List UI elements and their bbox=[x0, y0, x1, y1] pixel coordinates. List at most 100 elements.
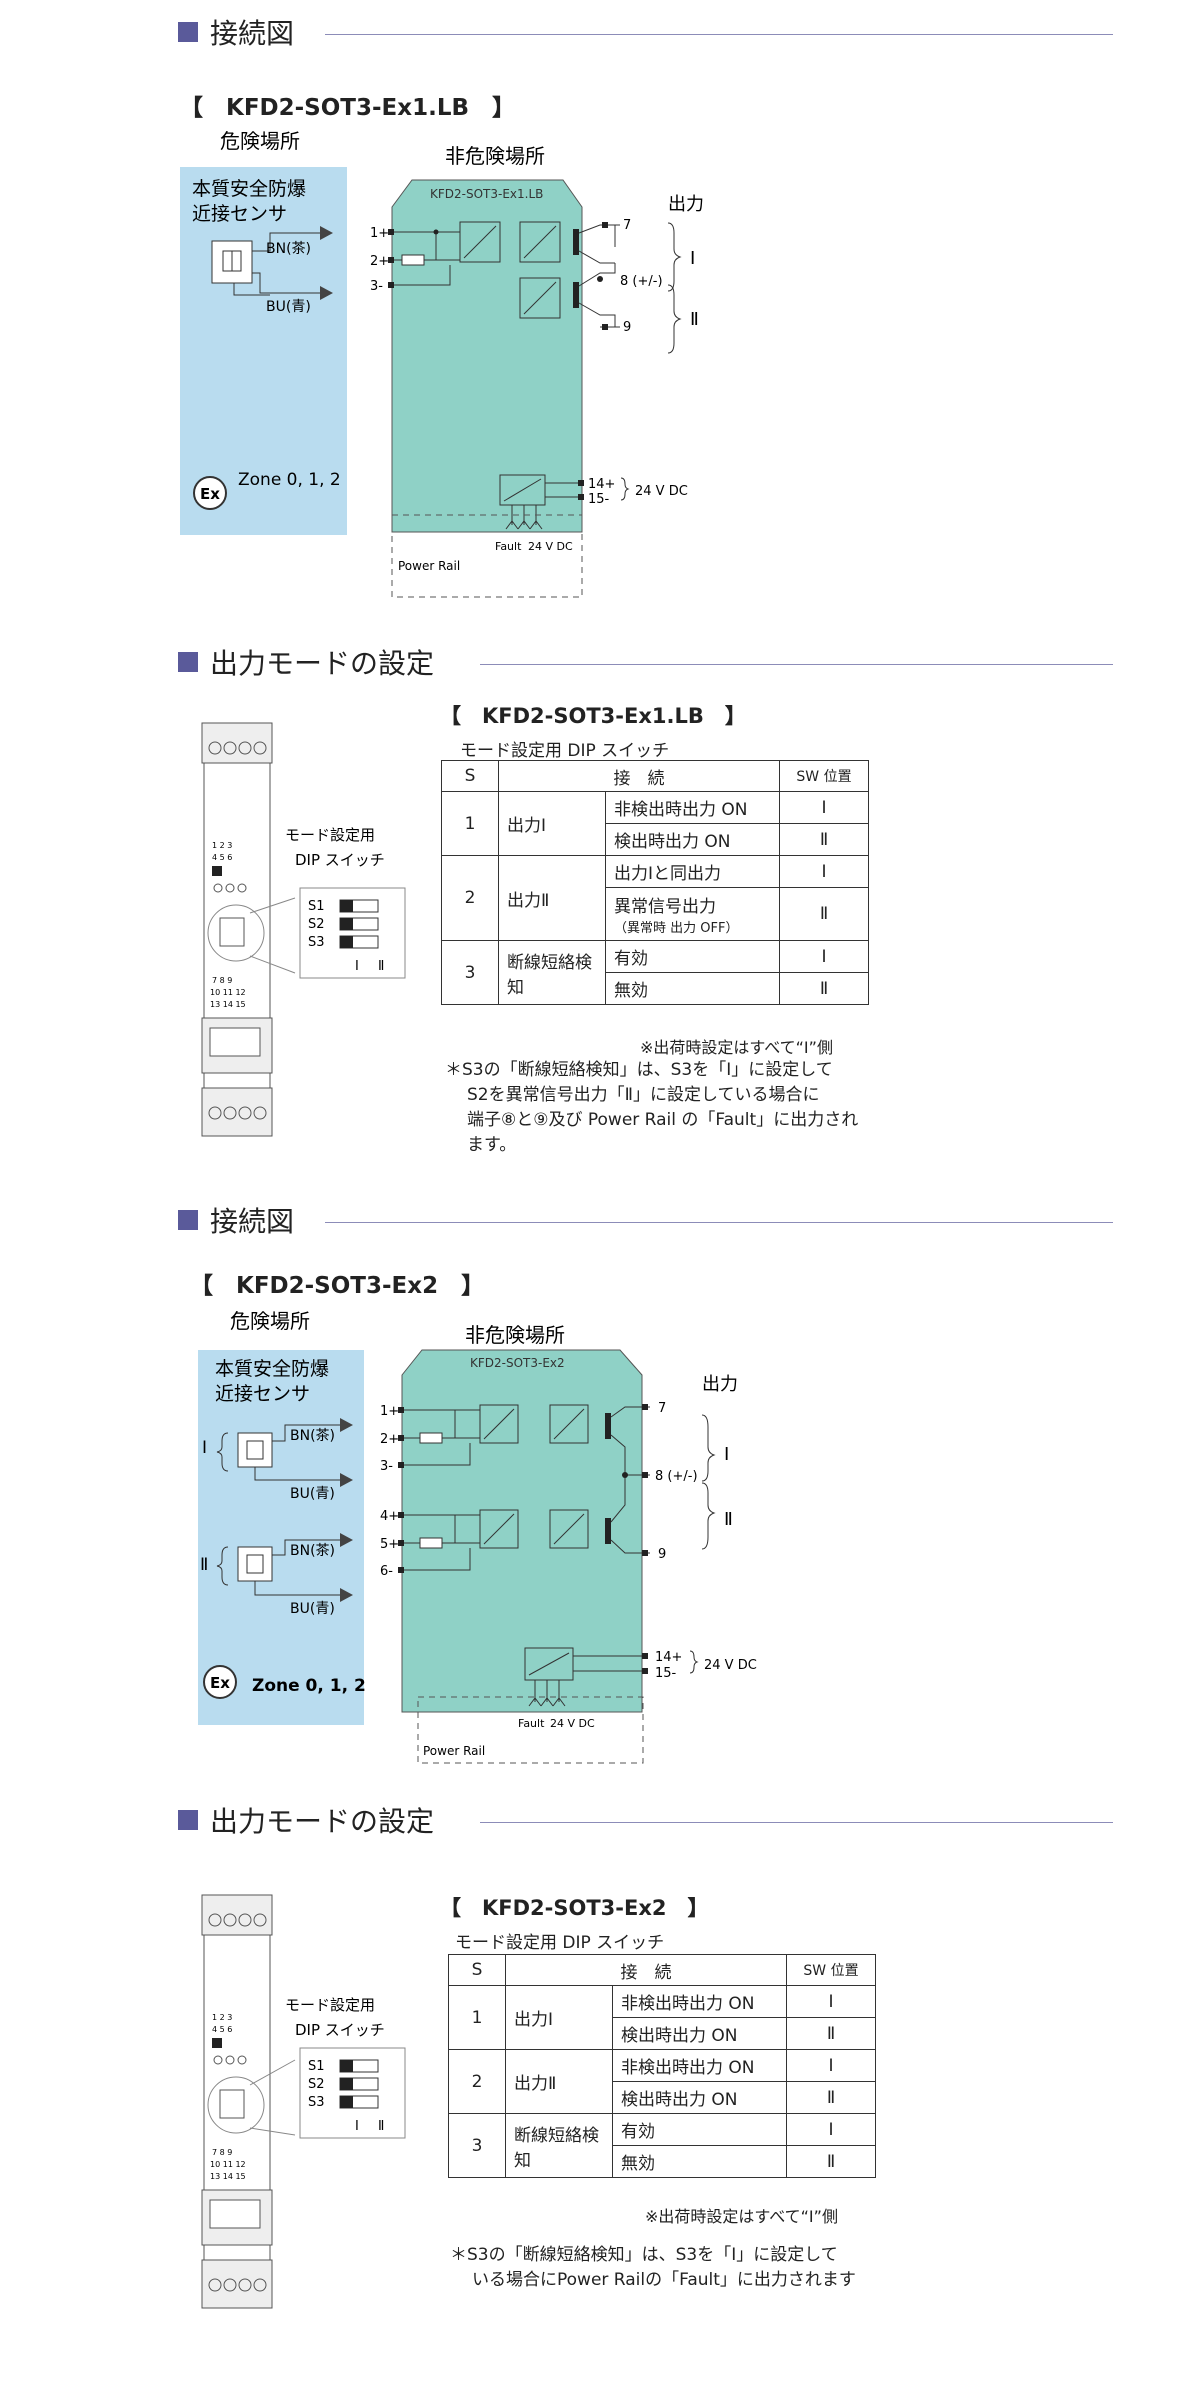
heading-rule bbox=[325, 34, 1113, 35]
svg-text:5+: 5+ bbox=[380, 1537, 399, 1552]
nonhazard-label: 非危険場所 bbox=[465, 1323, 565, 1347]
ship-note-ex2: ※出荷時設定はすべて“Ⅰ”側 bbox=[645, 2207, 838, 2226]
svg-text:Ⅰ: Ⅰ bbox=[355, 2119, 359, 2134]
svg-text:S3: S3 bbox=[308, 2095, 325, 2110]
note-ex2: ＊S3の「断線短絡検知」は、S3を「Ⅰ」に設定して いる場合にPower Rai… bbox=[450, 2245, 856, 2290]
svg-text:S2: S2 bbox=[308, 917, 325, 932]
svg-text:9: 9 bbox=[623, 320, 631, 335]
svg-text:7: 7 bbox=[658, 1401, 666, 1416]
table-caption: モード設定用 DIP スイッチ bbox=[460, 741, 670, 761]
svg-text:10 11 12: 10 11 12 bbox=[210, 988, 246, 997]
svg-text:13 14 15: 13 14 15 bbox=[210, 1000, 246, 1009]
svg-text:近接センサ: 近接センサ bbox=[215, 1383, 310, 1405]
device-drawing-lb: 1 2 3 4 5 6 7 8 9 10 11 12 13 14 15 モード設… bbox=[201, 722, 406, 1137]
svg-text:Ⅰ: Ⅰ bbox=[724, 1444, 729, 1465]
proximity-sensor-2-icon bbox=[237, 1546, 273, 1582]
table-caption: モード設定用 DIP スイッチ bbox=[455, 1933, 665, 1953]
svg-text:BN(茶): BN(茶) bbox=[290, 1428, 335, 1444]
dip-label-2: DIP スイッチ bbox=[295, 851, 385, 869]
section-heading-mode-2: 出力モードの設定 bbox=[178, 1800, 434, 1840]
fault-label: Fault bbox=[495, 540, 522, 553]
section-heading-wiring-1: 接続図 bbox=[178, 12, 294, 52]
svg-text:14+: 14+ bbox=[588, 477, 615, 492]
svg-text:Zone 0, 1, 2: Zone 0, 1, 2 bbox=[252, 1676, 366, 1696]
svg-text:モード設定用: モード設定用 bbox=[285, 1996, 375, 2014]
dip-label-1: モード設定用 bbox=[285, 826, 375, 844]
sensor-label-1: 本質安全防爆 bbox=[192, 178, 306, 200]
nonhazard-label: 非危険場所 bbox=[445, 144, 545, 168]
section-title: 出力モードの設定 bbox=[210, 1805, 435, 1838]
svg-text:本質安全防爆: 本質安全防爆 bbox=[215, 1358, 329, 1380]
heading-square-icon bbox=[178, 1210, 198, 1230]
svg-text:Ⅱ: Ⅱ bbox=[200, 1555, 208, 1575]
svg-text:S3: S3 bbox=[308, 935, 325, 950]
svg-text:7: 7 bbox=[623, 218, 631, 233]
device-model: KFD2-SOT3-Ex1.LB bbox=[430, 187, 543, 201]
model-title-lb: 【 KFD2-SOT3-Ex1.LB 】 bbox=[180, 95, 516, 121]
heading-square-icon bbox=[178, 1810, 198, 1830]
hazard-area bbox=[198, 1350, 364, 1725]
svg-text:S1: S1 bbox=[308, 2059, 325, 2074]
section-heading-mode-1: 出力モードの設定 bbox=[178, 642, 434, 682]
power-rail-label: Power Rail bbox=[398, 559, 460, 573]
section-title: 接続図 bbox=[210, 17, 295, 50]
svg-text:8 (+/-): 8 (+/-) bbox=[620, 274, 663, 289]
svg-text:Ⅰ: Ⅰ bbox=[202, 1438, 207, 1458]
bn-label: BN(茶) bbox=[266, 241, 311, 257]
svg-text:1 2 3: 1 2 3 bbox=[212, 2013, 232, 2022]
ex-mark-icon bbox=[203, 1665, 237, 1699]
svg-text:1+: 1+ bbox=[380, 1404, 399, 1419]
svg-text:2+: 2+ bbox=[380, 1432, 399, 1447]
svg-text:6-: 6- bbox=[380, 1564, 393, 1579]
svg-text:1+: 1+ bbox=[370, 226, 389, 241]
svg-text:Ⅱ: Ⅱ bbox=[724, 1509, 733, 1530]
svg-text:出力: 出力 bbox=[702, 1374, 738, 1395]
device-body bbox=[391, 179, 583, 533]
svg-text:BU(青): BU(青) bbox=[290, 1601, 335, 1617]
svg-text:9: 9 bbox=[658, 1547, 666, 1562]
svg-text:Ⅰ: Ⅰ bbox=[355, 959, 359, 974]
svg-text:13 14 15: 13 14 15 bbox=[210, 2172, 246, 2181]
heading-rule bbox=[480, 1822, 1113, 1823]
note-lb: ＊S3の「断線短絡検知」は、S3を「Ⅰ」に設定して S2を異常信号出力「Ⅱ」に設… bbox=[445, 1060, 859, 1155]
svg-text:BU(青): BU(青) bbox=[290, 1486, 335, 1502]
hazard-area bbox=[180, 167, 347, 535]
svg-text:4+: 4+ bbox=[380, 1509, 399, 1524]
svg-text:Power Rail: Power Rail bbox=[423, 1744, 485, 1758]
heading-square-icon bbox=[178, 652, 198, 672]
svg-text:4 5 6: 4 5 6 bbox=[212, 853, 232, 862]
zone-label: Zone 0, 1, 2 bbox=[238, 470, 341, 490]
heading-rule bbox=[325, 1222, 1113, 1223]
sensor-label-2: 近接センサ bbox=[192, 203, 287, 225]
svg-text:Ⅱ: Ⅱ bbox=[690, 309, 699, 330]
proximity-sensor-1-icon bbox=[237, 1432, 273, 1468]
svg-text:Ⅱ: Ⅱ bbox=[378, 959, 384, 974]
svg-text:DIP スイッチ: DIP スイッチ bbox=[295, 2021, 385, 2039]
svg-text:Ex: Ex bbox=[200, 485, 220, 503]
dc-label: 24 V DC bbox=[635, 484, 688, 499]
svg-text:3-: 3- bbox=[370, 279, 383, 294]
section-title: 出力モードの設定 bbox=[210, 647, 435, 680]
model-title-ex2: 【 KFD2-SOT3-Ex2 】 bbox=[190, 1273, 485, 1299]
ship-note-lb: ※出荷時設定はすべて“Ⅰ”側 bbox=[640, 1038, 833, 1057]
svg-text:10 11 12: 10 11 12 bbox=[210, 2160, 246, 2169]
section-heading-wiring-2: 接続図 bbox=[178, 1200, 294, 1240]
device-drawing-ex2: 1 2 3 4 5 6 7 8 9 10 11 12 13 14 15 モード設… bbox=[201, 1894, 406, 2309]
svg-text:24 V DC: 24 V DC bbox=[704, 1658, 757, 1673]
svg-text:Ⅱ: Ⅱ bbox=[378, 2119, 384, 2134]
svg-text:S1: S1 bbox=[308, 899, 325, 914]
svg-text:2+: 2+ bbox=[370, 254, 389, 269]
model-title-lb-2: 【 KFD2-SOT3-Ex1.LB 】 bbox=[440, 704, 746, 728]
svg-text:14+: 14+ bbox=[655, 1650, 682, 1665]
output-label: 出力 bbox=[668, 194, 704, 215]
svg-text:S2: S2 bbox=[308, 2077, 325, 2092]
svg-text:BN(茶): BN(茶) bbox=[290, 1543, 335, 1559]
svg-text:7 8 9: 7 8 9 bbox=[212, 976, 232, 985]
svg-text:KFD2-SOT3-Ex2: KFD2-SOT3-Ex2 bbox=[470, 1356, 565, 1370]
svg-text:3-: 3- bbox=[380, 1459, 393, 1474]
hazard-label: 危険場所 bbox=[230, 1309, 310, 1333]
svg-text:1 2 3: 1 2 3 bbox=[212, 841, 232, 850]
hazard-label: 危険場所 bbox=[220, 129, 300, 153]
ex-mark-icon bbox=[193, 476, 227, 510]
